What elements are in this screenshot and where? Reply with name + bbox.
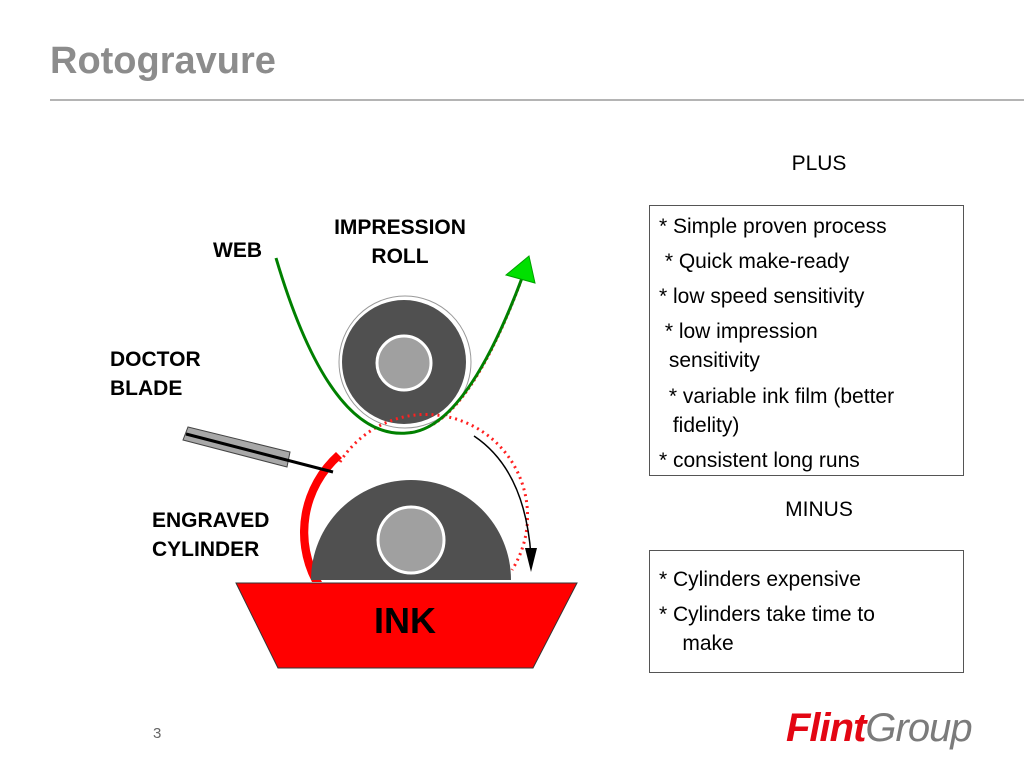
plus-heading: PLUS [791,152,847,175]
ink-label: INK [374,600,436,641]
plus-item: * low speed sensitivity [659,285,865,308]
impression-roll-core [375,334,433,392]
plus-item: * variable ink film (better [663,385,895,408]
engraved-cylinder-label: ENGRAVED CYLINDER [152,509,270,561]
plus-item: * Quick make-ready [659,250,850,273]
web-path [274,257,524,435]
logo-group-text: Group [865,706,972,750]
flint-group-logo: FlintGroup [786,706,973,751]
minus-heading: MINUS [785,498,853,521]
plus-item: * consistent long runs [659,449,860,472]
minus-item: * Cylinders expensive [659,568,861,591]
doctor-blade [185,432,334,474]
logo-flint-text: Flint [786,706,866,750]
plus-item: fidelity) [667,414,740,437]
plus-item: * low impression [659,320,818,343]
ink-film [299,452,342,582]
minus-item: * Cylinders take time to [659,603,875,626]
slide-title: Rotogravure [50,40,276,82]
plus-item: sensitivity [663,349,760,372]
minus-box: * Cylinders expensive * Cylinders take t… [649,550,964,673]
plus-item: * Simple proven process [659,215,887,238]
web-arrow-head [504,255,536,284]
title-divider [50,99,1024,101]
engraved-cylinder-core [376,505,446,575]
page-number: 3 [153,725,162,742]
doctor-blade-label: DOCTOR BLADE [110,348,201,400]
rotation-arrow [473,435,532,557]
plus-box: * Simple proven process * Quick make-rea… [649,205,964,476]
minus-item: make [659,632,734,655]
ink-tray [235,582,578,669]
rotation-arrow-head [525,548,537,572]
web-label: WEB [213,239,262,262]
impression-roll-label: IMPRESSION ROLL [334,216,466,268]
